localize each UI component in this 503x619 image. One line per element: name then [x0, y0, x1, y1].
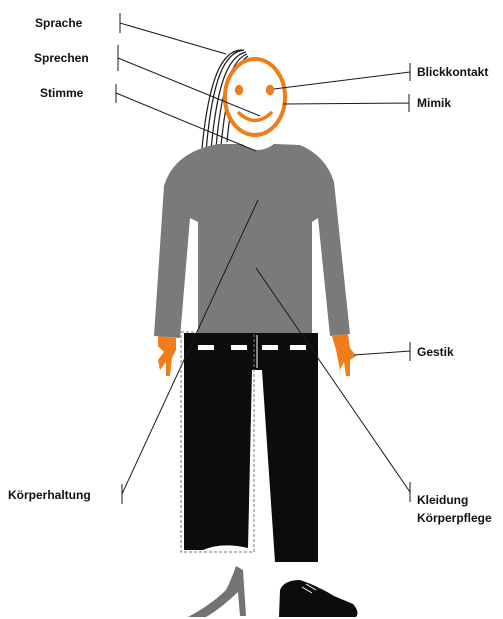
label-koerperpflege: Körperpflege: [417, 511, 492, 525]
pants: [184, 333, 318, 562]
label-blickkontakt: Blickkontakt: [417, 65, 488, 79]
dress-shoe: [279, 580, 357, 617]
left-hand: [158, 336, 176, 376]
figure: [154, 50, 357, 617]
left-eye: [235, 85, 243, 95]
label-kleidung: Kleidung: [417, 493, 468, 507]
smiley-face: [225, 59, 285, 135]
leader-mimik: [283, 94, 409, 112]
leader-sprache: [120, 13, 226, 54]
label-sprache: Sprache: [35, 16, 83, 30]
right-hand: [332, 334, 356, 376]
leader-gestik: [354, 342, 410, 361]
label-mimik: Mimik: [417, 96, 451, 110]
shirt: [154, 144, 350, 338]
leader-blickkontakt: [274, 63, 410, 89]
label-sprechen: Sprechen: [34, 51, 89, 65]
right-eye: [266, 85, 274, 95]
label-koerperhaltung: Körperhaltung: [8, 488, 91, 502]
label-stimme: Stimme: [40, 86, 84, 100]
high-heel-shoe: [188, 566, 246, 617]
label-gestik: Gestik: [417, 345, 454, 359]
